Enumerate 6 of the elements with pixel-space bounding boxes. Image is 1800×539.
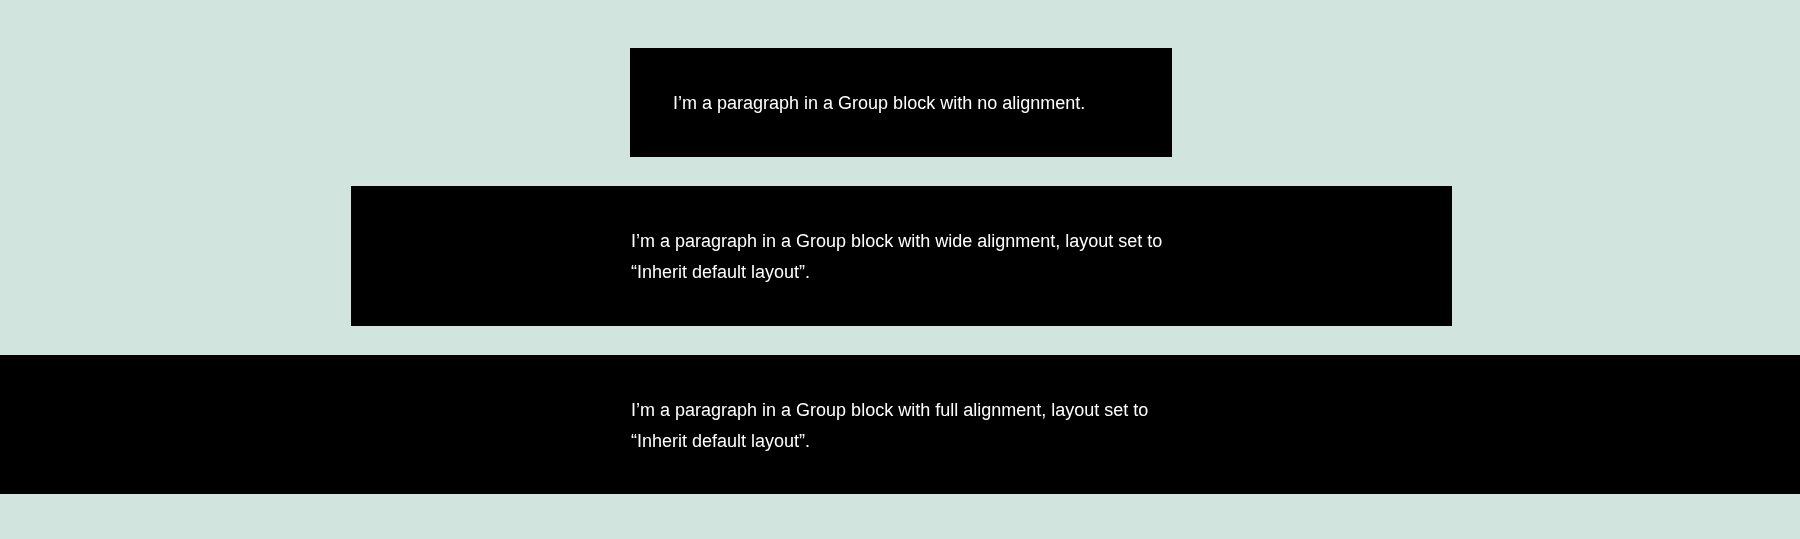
paragraph: I’m a paragraph in a Group block with full alignment, layout set to “Inherit default layout”. xyxy=(631,399,1150,453)
group-block xyxy=(351,186,1452,326)
paragraph: I’m a paragraph in a Group block with no alignment. xyxy=(673,92,1086,115)
group-block xyxy=(630,48,1172,157)
group-block xyxy=(0,355,1800,494)
paragraph: I’m a paragraph in a Group block with wide alignment, layout set to “Inherit default layout”. xyxy=(631,230,1164,284)
